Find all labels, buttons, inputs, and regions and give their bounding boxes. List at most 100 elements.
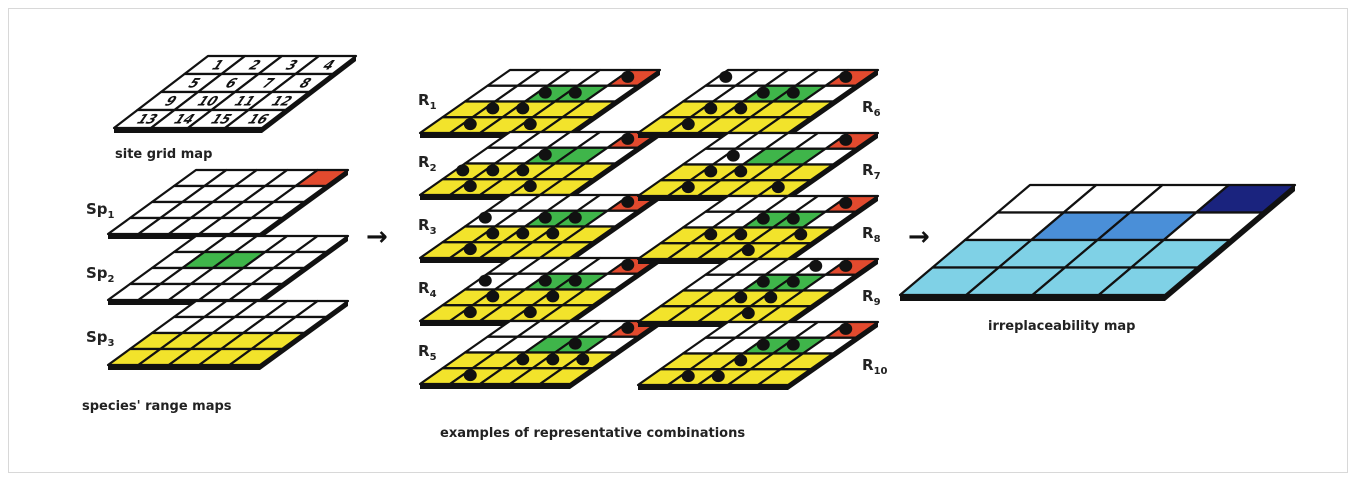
species-label-sp3: Sp3 (86, 328, 115, 349)
combination-sites-r10 (681, 322, 853, 383)
combination-label-r3: R3 (418, 216, 437, 237)
selected-site-dot (621, 321, 635, 334)
selected-site-dot (576, 353, 590, 366)
combination-sites-r7 (681, 133, 853, 194)
selected-site-dot (523, 118, 537, 131)
selected-site-dot (786, 275, 800, 288)
selected-site-dot (516, 164, 530, 177)
selected-site-dot (546, 290, 560, 303)
combination-label-r9: R9 (862, 287, 881, 308)
selected-site-dot (463, 118, 477, 131)
selected-site-dot (516, 102, 530, 115)
selected-site-dot (839, 259, 853, 272)
selected-site-dot (681, 118, 695, 131)
combination-sites-r6 (681, 70, 853, 131)
selected-site-dot (478, 274, 492, 287)
selected-site-dot (711, 370, 725, 383)
selected-site-dot (681, 370, 695, 383)
selected-site-dot (621, 195, 635, 208)
grid-cell (756, 368, 812, 387)
selected-site-dot (794, 228, 808, 241)
combination-label-r1: R1 (418, 91, 437, 112)
grid-cell (1097, 266, 1199, 297)
selected-site-dot (756, 275, 770, 288)
selected-site-dot (681, 181, 695, 194)
dot-layers (456, 70, 853, 383)
selected-site-dot (523, 180, 537, 193)
selected-site-dot (568, 86, 582, 99)
species-range-map-1 (106, 168, 350, 239)
selected-site-dot (839, 196, 853, 209)
selected-site-dot (478, 211, 492, 224)
selected-site-dot (546, 227, 560, 240)
selected-site-dot (546, 353, 560, 366)
selected-site-dot (486, 227, 500, 240)
selected-site-dot (538, 274, 552, 287)
combinations-caption: examples of representative combinations (440, 426, 745, 441)
selected-site-dot (734, 354, 748, 367)
species-maps-caption: species' range maps (82, 399, 232, 414)
selected-site-dot (463, 369, 477, 382)
selected-site-dot (726, 149, 740, 162)
combination-label-r7: R7 (862, 161, 881, 182)
irreplaceability-map (898, 183, 1297, 301)
selected-site-dot (486, 290, 500, 303)
selected-site-dot (786, 212, 800, 225)
species-label-sp2: Sp2 (86, 264, 115, 285)
arrow-to-irreplaceability: → (908, 222, 930, 252)
selected-site-dot (621, 70, 635, 83)
combination-sites-r8 (704, 196, 853, 257)
selected-site-dot (809, 259, 823, 272)
selected-site-dot (704, 165, 718, 178)
selected-site-dot (516, 353, 530, 366)
combination-label-r10: R10 (862, 356, 888, 377)
combination-sites-r9 (734, 259, 853, 320)
selected-site-dot (741, 307, 755, 320)
combination-sites-r3 (463, 195, 635, 256)
selected-site-dot (756, 86, 770, 99)
combination-sites-r4 (463, 258, 635, 319)
selected-site-dot (568, 211, 582, 224)
irreplaceability-caption: irreplaceability map (988, 319, 1135, 334)
selected-site-dot (538, 148, 552, 161)
selected-site-dot (839, 133, 853, 146)
combination-sites-r2 (456, 132, 635, 193)
arrow-to-combinations: → (366, 222, 388, 252)
selected-site-dot (764, 291, 778, 304)
combination-map-r10 (636, 320, 880, 390)
grid-cell (228, 216, 284, 236)
selected-site-dot (538, 86, 552, 99)
combination-sites-r5 (463, 321, 635, 382)
selected-site-dot (704, 228, 718, 241)
selected-site-dot (538, 211, 552, 224)
selected-site-dot (786, 338, 800, 351)
combination-label-r8: R8 (862, 224, 881, 245)
selected-site-dot (516, 227, 530, 240)
selected-site-dot (734, 102, 748, 115)
selected-site-dot (456, 164, 470, 177)
grid-slab (114, 56, 356, 133)
selected-site-dot (463, 180, 477, 193)
species-label-sp1: Sp1 (86, 200, 115, 221)
combination-map-r9 (636, 257, 880, 327)
selected-site-dot (621, 258, 635, 271)
selected-site-dot (741, 244, 755, 257)
selected-site-dot (771, 181, 785, 194)
selected-site-dot (568, 337, 582, 350)
combination-sites-r1 (463, 70, 635, 131)
combination-map-r5 (418, 319, 662, 389)
combination-map-r4 (418, 256, 662, 326)
selected-site-dot (463, 306, 477, 319)
selected-site-dot (486, 102, 500, 115)
selected-site-dot (704, 102, 718, 115)
selected-site-dot (756, 338, 770, 351)
selected-site-dot (621, 132, 635, 145)
selected-site-dot (568, 274, 582, 287)
site-grid-caption: site grid map (115, 147, 212, 162)
selected-site-dot (486, 164, 500, 177)
grid-slab (900, 185, 1295, 301)
selected-site-dot (734, 291, 748, 304)
grid-cell (538, 367, 594, 386)
